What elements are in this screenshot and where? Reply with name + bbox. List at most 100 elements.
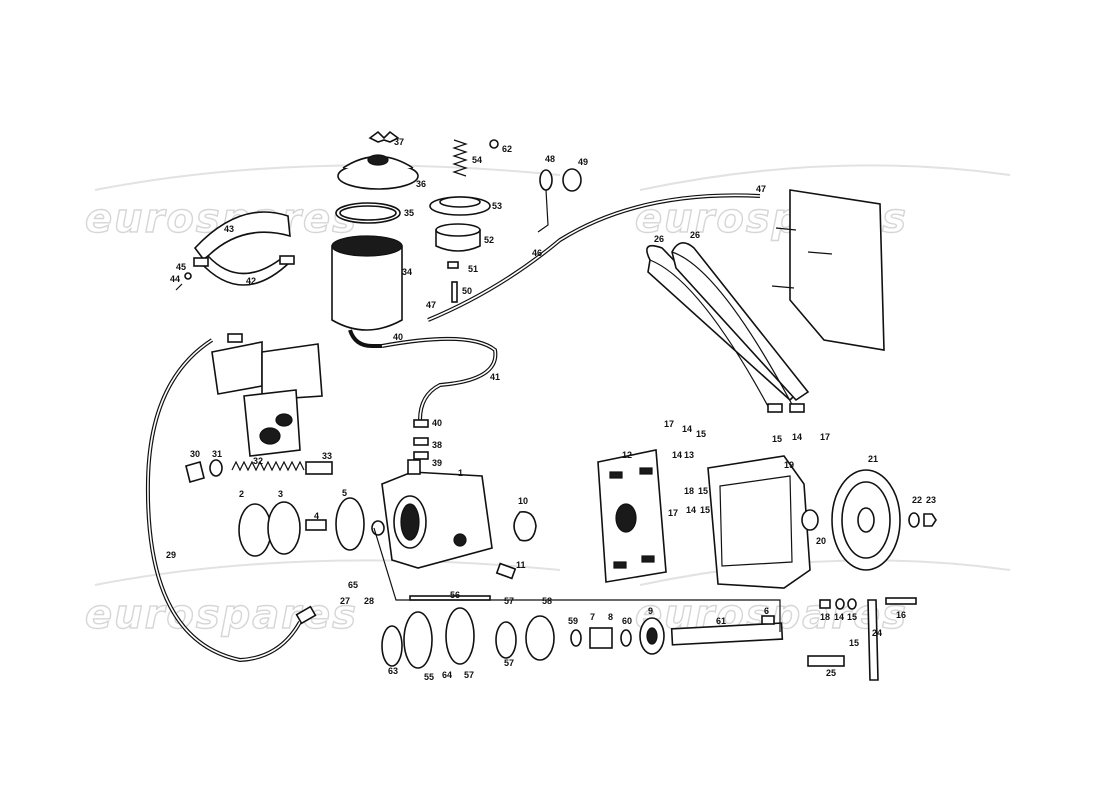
callout-8: 8 bbox=[608, 612, 613, 622]
callout-58: 58 bbox=[542, 596, 552, 606]
callout-4: 4 bbox=[314, 511, 319, 521]
callout-60: 60 bbox=[622, 616, 632, 626]
callout-22: 22 bbox=[912, 495, 922, 505]
callout-39: 39 bbox=[432, 458, 442, 468]
callout-35: 35 bbox=[404, 208, 414, 218]
callout-14-d: 14 bbox=[792, 432, 802, 442]
callout-59: 59 bbox=[568, 616, 578, 626]
callout-40-top: 40 bbox=[393, 332, 403, 342]
callout-15-b: 15 bbox=[698, 486, 708, 496]
callout-42: 42 bbox=[246, 276, 256, 286]
callout-31: 31 bbox=[212, 449, 222, 459]
callout-54: 54 bbox=[472, 155, 482, 165]
callout-28: 28 bbox=[364, 596, 374, 606]
callout-27: 27 bbox=[340, 596, 350, 606]
callout-20: 20 bbox=[816, 536, 826, 546]
callout-57-mid: 57 bbox=[504, 658, 514, 668]
relief-valve-parts bbox=[185, 459, 365, 557]
callout-65: 65 bbox=[348, 580, 358, 590]
sleeve-ring-part bbox=[562, 168, 582, 192]
callout-49: 49 bbox=[578, 157, 588, 167]
callout-51: 51 bbox=[468, 264, 478, 274]
callout-16: 16 bbox=[896, 610, 906, 620]
callout-26-a: 26 bbox=[654, 234, 664, 244]
callout-47-left: 47 bbox=[426, 300, 436, 310]
callout-15-d: 15 bbox=[772, 434, 782, 444]
callout-11: 11 bbox=[516, 560, 526, 570]
spring-part bbox=[452, 139, 468, 177]
callout-25: 25 bbox=[826, 668, 836, 678]
callout-55: 55 bbox=[424, 672, 434, 682]
callout-62: 62 bbox=[502, 144, 512, 154]
callout-18-b: 18 bbox=[820, 612, 830, 622]
watermark-bottom-left: eurospares bbox=[85, 592, 358, 638]
callout-36: 36 bbox=[416, 179, 426, 189]
callout-43: 43 bbox=[224, 224, 234, 234]
callout-3: 3 bbox=[278, 489, 283, 499]
callout-48: 48 bbox=[545, 154, 555, 164]
callout-61: 61 bbox=[716, 616, 726, 626]
callout-14-a: 14 bbox=[682, 424, 692, 434]
callout-5: 5 bbox=[342, 488, 347, 498]
callout-2: 2 bbox=[239, 489, 244, 499]
callout-6: 6 bbox=[764, 606, 769, 616]
hose-clip-part bbox=[539, 169, 553, 191]
callout-41: 41 bbox=[490, 372, 500, 382]
callout-24: 24 bbox=[872, 628, 882, 638]
callout-29: 29 bbox=[166, 550, 176, 560]
callout-14-b: 14 bbox=[672, 450, 682, 460]
callout-13: 13 bbox=[684, 450, 694, 460]
callout-7: 7 bbox=[590, 612, 595, 622]
drive-shaft-part bbox=[670, 622, 784, 646]
pump-bracket-part bbox=[707, 455, 811, 589]
callout-12: 12 bbox=[622, 450, 632, 460]
callout-57-low: 57 bbox=[464, 670, 474, 680]
callout-17-b: 17 bbox=[668, 508, 678, 518]
callout-56: 56 bbox=[450, 590, 460, 600]
callout-53: 53 bbox=[492, 201, 502, 211]
callout-50: 50 bbox=[462, 286, 472, 296]
reservoir-group bbox=[175, 130, 582, 348]
callout-26-b: 26 bbox=[690, 230, 700, 240]
steering-box bbox=[771, 189, 885, 351]
callout-64: 64 bbox=[442, 670, 452, 680]
callout-17-c: 17 bbox=[820, 432, 830, 442]
feed-hose-part bbox=[381, 336, 498, 421]
callout-9: 9 bbox=[648, 606, 653, 616]
callout-14-c: 14 bbox=[686, 505, 696, 515]
callout-17-a: 17 bbox=[664, 419, 674, 429]
drive-belts bbox=[646, 242, 810, 413]
pulley-group bbox=[831, 469, 937, 571]
clamp-band-part bbox=[198, 254, 292, 286]
callout-38: 38 bbox=[432, 440, 442, 450]
callout-33: 33 bbox=[322, 451, 332, 461]
mounting-brackets bbox=[597, 449, 819, 589]
callout-52: 52 bbox=[484, 235, 494, 245]
pump-internal-parts bbox=[373, 527, 784, 669]
callout-19: 19 bbox=[784, 460, 794, 470]
callout-1: 1 bbox=[458, 468, 463, 478]
callout-23: 23 bbox=[926, 495, 936, 505]
callout-40-low: 40 bbox=[432, 418, 442, 428]
callout-labels: 37 36 35 34 54 62 53 52 51 50 48 49 46 4… bbox=[166, 137, 936, 682]
rubber-strap-part bbox=[193, 211, 291, 262]
callout-37: 37 bbox=[394, 137, 404, 147]
callout-15-f: 15 bbox=[849, 638, 859, 648]
steering-valve-block bbox=[211, 341, 323, 457]
callout-46: 46 bbox=[532, 248, 542, 258]
callout-57-top: 57 bbox=[504, 596, 514, 606]
wing-nut-part bbox=[368, 130, 400, 143]
callout-15-c: 15 bbox=[700, 505, 710, 515]
callout-15-e: 15 bbox=[847, 612, 857, 622]
reservoir-body-part bbox=[331, 245, 403, 331]
callout-14-e: 14 bbox=[834, 612, 844, 622]
callout-45: 45 bbox=[176, 262, 186, 272]
pump-body-group bbox=[371, 419, 537, 580]
callout-44: 44 bbox=[170, 274, 180, 284]
callout-30: 30 bbox=[190, 449, 200, 459]
callout-18: 18 bbox=[684, 486, 694, 496]
tensioner-parts bbox=[807, 597, 917, 681]
callout-47-top: 47 bbox=[756, 184, 766, 194]
callout-63: 63 bbox=[388, 666, 398, 676]
